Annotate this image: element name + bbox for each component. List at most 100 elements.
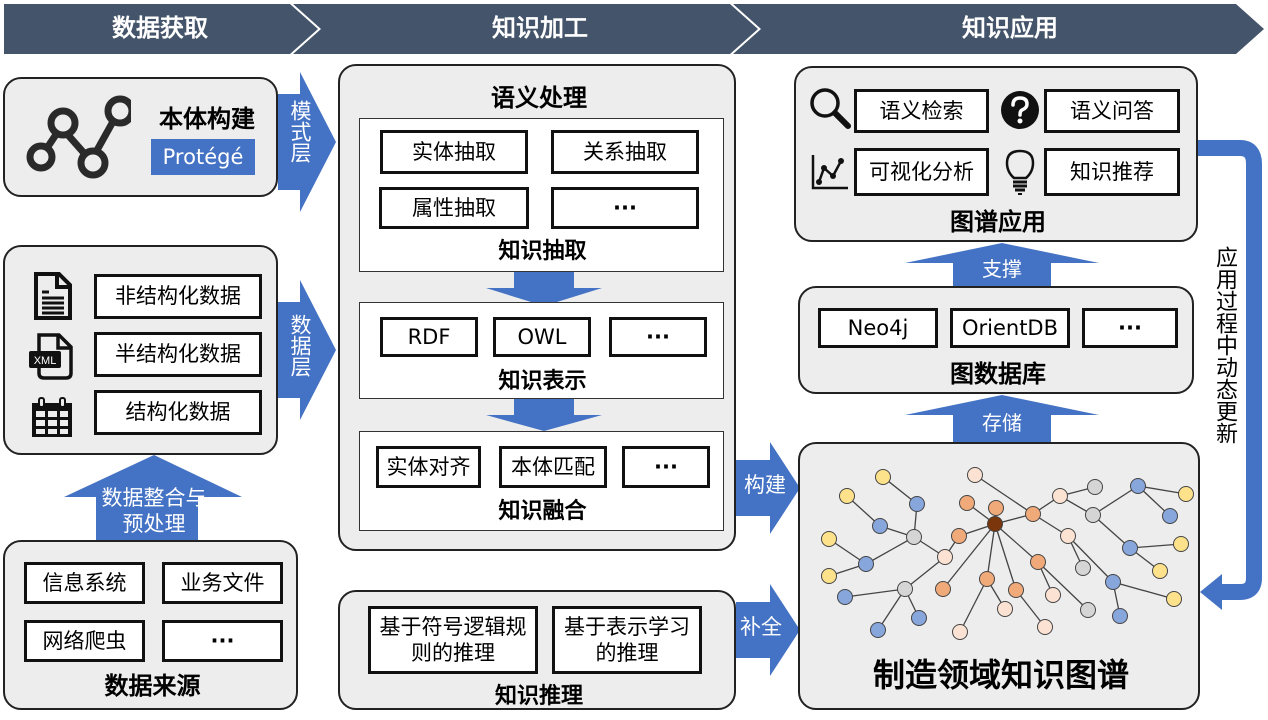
graph-node: [906, 529, 922, 545]
graph-node: [967, 467, 983, 483]
attribute-extraction-box: 属性抽取: [379, 187, 529, 229]
knowledge-representation-title: 知识表示: [498, 369, 587, 394]
dynamic-update-label: 应用过程中动态更新: [1212, 246, 1237, 444]
manufacturing-kg-title: 制造领域知识图谱: [872, 656, 1129, 694]
graph-node: [1105, 574, 1121, 590]
graph-node: [959, 495, 975, 511]
graph-edge: [974, 474, 1034, 515]
graph-database-panel: Neo4j OrientDB ··· 图数据库: [798, 286, 1194, 394]
graph-node: [821, 531, 837, 547]
graph-applications-panel: 语义检索 语义问答 可视化分析 知识推荐 图谱应用: [794, 66, 1198, 242]
schema-layer-arrow: [278, 72, 336, 212]
relation-extraction-box: 关系抽取: [551, 130, 699, 174]
question-icon: [1001, 91, 1039, 129]
complete-arrow: [736, 584, 800, 676]
graph-node: [911, 610, 927, 626]
graph-node: [1080, 602, 1096, 618]
graph-edge: [1092, 485, 1139, 516]
graph-node: [1030, 554, 1046, 570]
graph-node: [951, 528, 967, 544]
manufacturing-kg-panel: 制造领域知识图谱: [798, 442, 1200, 710]
graph-node: [837, 589, 853, 605]
knowledge-fusion-title: 知识融合: [498, 499, 587, 524]
graph-edge: [994, 523, 1039, 563]
stage-label-acquisition: 数据获取: [112, 14, 208, 42]
stage-bar-acquisition: [4, 4, 318, 54]
build-arrow: [736, 442, 800, 534]
graph-edge: [1067, 535, 1114, 583]
neo4j-box: Neo4j: [818, 308, 938, 348]
stage-bar-processing: [293, 4, 758, 54]
graph-edge: [1129, 543, 1182, 549]
orientdb-box: OrientDB: [950, 308, 1070, 348]
extraction-more-box: ···: [551, 187, 699, 229]
graph-node: [1178, 486, 1194, 502]
graph-node: [821, 568, 837, 584]
source-info-system: 信息系统: [24, 562, 145, 604]
ontology-panel: 本体构建 Protégé: [3, 77, 278, 197]
dynamic-update-feedback-arrow: [1198, 140, 1262, 610]
graph-node: [909, 496, 925, 512]
stage-label-application: 知识应用: [962, 14, 1058, 42]
graph-node: [1045, 587, 1061, 603]
extraction-to-representation-arrow: [486, 272, 602, 306]
graph-node: [979, 571, 995, 587]
data-types-panel: XML 非结构化数据 半结构化数据 结构化数据: [3, 245, 278, 455]
graph-node: [858, 556, 874, 572]
graph-db-more-box: ···: [1082, 308, 1178, 348]
graph-edge: [1112, 581, 1175, 600]
semistructured-data-box: 半结构化数据: [94, 332, 262, 377]
graph-node: [1075, 560, 1091, 576]
entity-extraction-box: 实体抽取: [380, 130, 528, 174]
knowledge-reasoning-title: 知识推理: [494, 684, 583, 709]
stage-header: [4, 4, 1264, 54]
data-layer-label: 数据层: [288, 314, 312, 377]
graph-node: [870, 622, 886, 638]
knowledge-graph-network: [821, 467, 1194, 640]
graph-node: [952, 624, 968, 640]
complete-label: 补全: [740, 615, 782, 639]
support-label: 支撑: [982, 257, 1022, 281]
schema-layer-label: 模式层: [288, 100, 312, 163]
table-calendar-icon: [32, 397, 72, 437]
source-business-docs: 业务文件: [162, 562, 283, 604]
knowledge-reasoning-panel: 基于符号逻辑规则的推理 基于表示学习的推理 知识推理: [338, 590, 736, 710]
data-layer-arrow: [278, 280, 336, 420]
graph-edge: [994, 523, 1017, 591]
graph-edge: [986, 523, 996, 580]
semantic-processing-title: 语义处理: [491, 84, 587, 112]
knowledge-recommend-box: 知识推荐: [1044, 148, 1180, 196]
graph-applications-title: 图谱应用: [950, 208, 1046, 236]
graph-edge: [904, 556, 946, 590]
ontology-graph-icon: [26, 95, 131, 179]
chart-icon: [811, 155, 848, 190]
semantic-processing-panel: 语义处理 实体抽取 关系抽取 属性抽取 ··· 知识抽取 RDF OWL ···…: [338, 64, 736, 551]
xml-file-icon: XML: [29, 333, 73, 380]
graph-edge: [877, 588, 906, 631]
structured-data-box: 结构化数据: [94, 390, 262, 435]
visual-analysis-box: 可视化分析: [854, 148, 989, 196]
graph-node: [1166, 591, 1182, 607]
semantic-qa-box: 语义问答: [1044, 89, 1180, 133]
representation-to-fusion-arrow: [486, 399, 602, 431]
graph-node: [1173, 536, 1189, 552]
rdf-box: RDF: [380, 317, 478, 357]
ontology-matching-box: 本体匹配: [499, 446, 607, 488]
representation-more-box: ···: [609, 317, 707, 357]
knowledge-representation-section: RDF OWL ··· 知识表示: [359, 302, 724, 399]
semantic-search-box: 语义检索: [854, 89, 989, 133]
graph-node: [872, 518, 888, 534]
graph-node: [1037, 619, 1053, 635]
integrate-preprocess-arrow: [64, 455, 242, 543]
graph-node: [937, 549, 953, 565]
knowledge-extraction-title: 知识抽取: [498, 239, 587, 264]
knowledge-extraction-section: 实体抽取 关系抽取 属性抽取 ··· 知识抽取: [359, 118, 724, 272]
knowledge-fusion-section: 实体对齐 本体匹配 ··· 知识融合: [359, 431, 724, 531]
representation-learning-reasoning-box: 基于表示学习的推理: [552, 606, 702, 674]
graph-edge: [1137, 485, 1187, 495]
owl-box: OWL: [493, 317, 591, 357]
graph-node: [1060, 528, 1076, 544]
graph-node: [935, 581, 951, 597]
graph-node: [1087, 479, 1103, 495]
graph-node: [1025, 506, 1041, 522]
